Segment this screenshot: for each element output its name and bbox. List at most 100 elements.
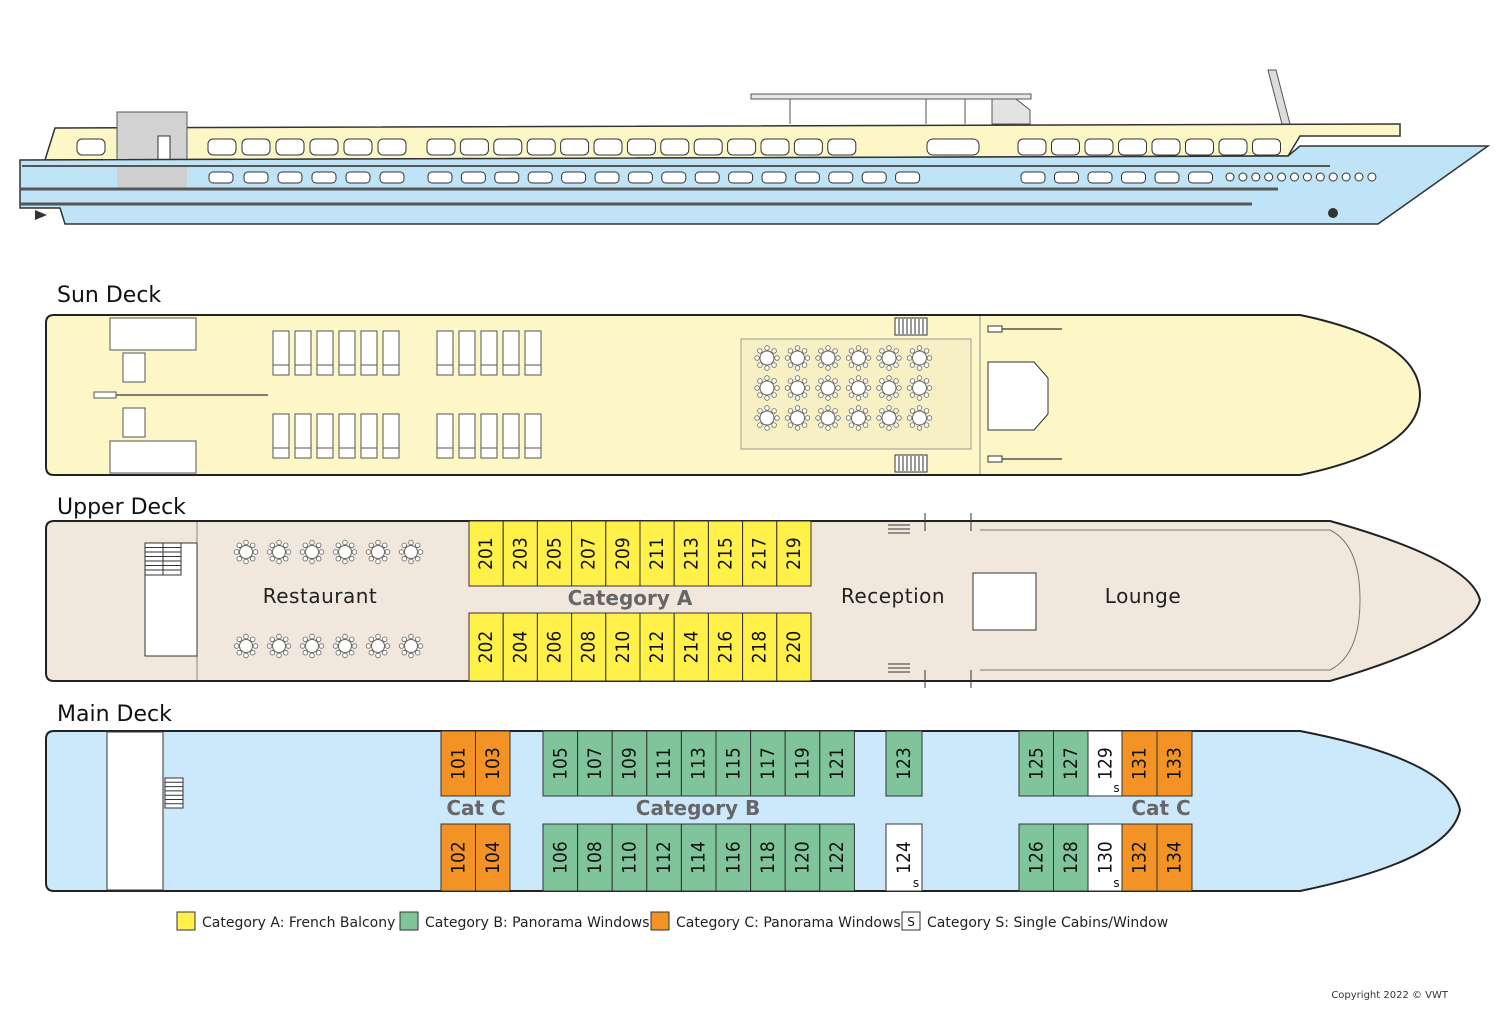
- cabin-123[interactable]: 123: [885, 730, 923, 797]
- cabin-number: 110: [619, 841, 641, 874]
- cabin-202[interactable]: 202: [468, 612, 504, 682]
- cabin-212[interactable]: 212: [639, 612, 675, 682]
- sun-lounger: [458, 330, 476, 376]
- cabin-132[interactable]: 132: [1121, 823, 1158, 892]
- cabin-207[interactable]: 207: [571, 520, 607, 587]
- cabin-number: 204: [509, 631, 531, 664]
- window: [1020, 171, 1046, 184]
- cabin-220[interactable]: 220: [776, 612, 812, 682]
- table: [759, 350, 775, 366]
- cabin-121[interactable]: 121: [819, 730, 855, 797]
- cabin-134[interactable]: 134: [1156, 823, 1193, 892]
- cabin-107[interactable]: 107: [577, 730, 613, 797]
- cabin-216[interactable]: 216: [707, 612, 744, 682]
- cabin-219[interactable]: 219: [776, 520, 812, 587]
- table: [851, 380, 866, 396]
- window: [379, 171, 405, 184]
- cabin-211[interactable]: 211: [639, 520, 675, 587]
- cabin-128[interactable]: 128: [1053, 823, 1089, 892]
- cabin-110[interactable]: 110: [611, 823, 648, 892]
- portholes: [1225, 172, 1377, 182]
- single-marker: s: [913, 876, 919, 890]
- cabin-214[interactable]: 214: [673, 612, 709, 682]
- cabin-203[interactable]: 203: [502, 520, 538, 587]
- window: [693, 138, 723, 156]
- window: [1118, 138, 1147, 156]
- table: [305, 639, 319, 653]
- cabin-105[interactable]: 105: [542, 730, 579, 797]
- porthole: [1328, 172, 1338, 182]
- cabin-109[interactable]: 109: [611, 730, 648, 797]
- mast: [1267, 69, 1291, 125]
- cabin-125[interactable]: 125: [1018, 730, 1054, 797]
- cabin-103[interactable]: 103: [475, 730, 511, 797]
- cabin-210[interactable]: 210: [605, 612, 641, 682]
- cabin-104[interactable]: 104: [475, 823, 511, 892]
- window: [243, 171, 269, 184]
- cabin-218[interactable]: 218: [742, 612, 778, 682]
- cabin-213[interactable]: 213: [673, 520, 709, 587]
- cabin-112[interactable]: 112: [646, 823, 682, 892]
- cabin-131[interactable]: 131: [1121, 730, 1158, 797]
- cabin-215[interactable]: 215: [707, 520, 744, 587]
- sun-lounger: [502, 413, 520, 459]
- window: [1017, 138, 1047, 156]
- window: [828, 171, 854, 184]
- cabin-number: 115: [722, 747, 744, 780]
- cabin-122[interactable]: 122: [819, 823, 855, 892]
- cabin-102[interactable]: 102: [440, 823, 476, 892]
- cabin-number: 217: [749, 537, 771, 570]
- sun-loungers: [272, 330, 542, 459]
- table: [404, 545, 418, 559]
- cabin-217[interactable]: 217: [742, 520, 778, 587]
- sun-lounger: [316, 413, 334, 459]
- cabin-208[interactable]: 208: [571, 612, 607, 682]
- cabin-117[interactable]: 117: [750, 730, 786, 797]
- cabin-133[interactable]: 133: [1156, 730, 1193, 797]
- cabin-number: 134: [1164, 841, 1186, 874]
- cabin-119[interactable]: 119: [784, 730, 821, 797]
- porthole: [1315, 172, 1325, 182]
- cabin-209[interactable]: 209: [605, 520, 641, 587]
- cabin-number: 214: [680, 631, 702, 664]
- cabin-206[interactable]: 206: [536, 612, 573, 682]
- cabin-113[interactable]: 113: [680, 730, 717, 797]
- table: [912, 380, 927, 396]
- cabin-106[interactable]: 106: [542, 823, 579, 892]
- cabin-126[interactable]: 126: [1018, 823, 1054, 892]
- porthole: [1290, 172, 1299, 182]
- legend-item: Category B: Panorama Windows: [399, 911, 650, 931]
- table: [338, 639, 352, 653]
- cabin-116[interactable]: 116: [715, 823, 752, 892]
- legend-swatch: [901, 911, 921, 931]
- table: [881, 380, 897, 396]
- cabin-108[interactable]: 108: [577, 823, 613, 892]
- window: [560, 138, 590, 156]
- sun-lounger: [480, 330, 498, 376]
- cabin-number: 125: [1025, 747, 1047, 780]
- window: [827, 138, 857, 156]
- cabin-201[interactable]: 201: [468, 520, 504, 587]
- cabin-114[interactable]: 114: [680, 823, 717, 892]
- table: [239, 545, 253, 559]
- cabin-111[interactable]: 111: [646, 730, 682, 797]
- cabin-number: 121: [826, 747, 848, 780]
- window: [275, 138, 305, 156]
- cabin-120[interactable]: 120: [784, 823, 821, 892]
- cabin-205[interactable]: 205: [536, 520, 573, 587]
- cabin-101[interactable]: 101: [440, 730, 476, 797]
- main-deck-crew-area: [106, 731, 164, 891]
- sun-lounger: [272, 330, 290, 376]
- cabin-118[interactable]: 118: [750, 823, 786, 892]
- cabin-115[interactable]: 115: [715, 730, 752, 797]
- lounge-outline: [980, 529, 1361, 671]
- cat-c-right-label: Cat C: [1131, 796, 1190, 820]
- cabin-127[interactable]: 127: [1053, 730, 1089, 797]
- restaurant-tables: [233, 539, 424, 659]
- cabin-204[interactable]: 204: [502, 612, 538, 682]
